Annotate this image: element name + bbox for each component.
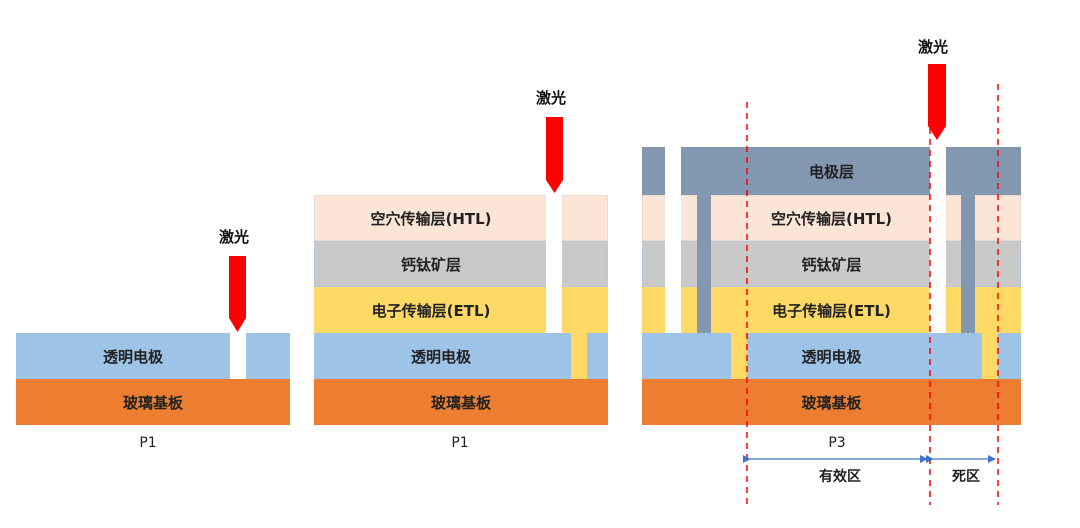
p3-scribe-gap-left [665, 147, 681, 333]
step-caption-p1-second-text: P1 [451, 435, 469, 451]
active-area-label: 有效区 [800, 466, 880, 486]
p1-scribe-filled [571, 333, 587, 379]
hole-transport-label: 空穴传输层(HTL) [370, 209, 492, 228]
glass-substrate-label: 玻璃基板 [801, 393, 862, 412]
laser-label: 激光 [536, 89, 567, 107]
p1-scribe-filled-left [731, 333, 747, 379]
perovskite-label: 钙钛矿层 [400, 255, 461, 274]
laser-label: 激光 [918, 38, 949, 56]
p2-via-left [697, 195, 711, 333]
electron-transport-label: 电子传输层(ETL) [772, 301, 891, 320]
step-caption-p3-text: P3 [828, 435, 846, 451]
transparent-electrode-label: 透明电极 [102, 347, 163, 366]
p2-scribe-gap [546, 195, 562, 333]
glass-substrate-layer: 玻璃基板 [16, 379, 290, 425]
transparent-electrode-layer: 透明电极 [642, 333, 1021, 379]
transparent-electrode-label: 透明电极 [410, 347, 471, 366]
glass-substrate-label: 玻璃基板 [122, 393, 183, 412]
dead-area-label: 死区 [936, 466, 996, 486]
laser-beam-2 [546, 117, 563, 193]
hole-transport-label: 空穴传输层(HTL) [770, 209, 893, 228]
p1-scribe-gap [230, 333, 246, 379]
step-caption-p3: P3 [817, 435, 857, 451]
laser-label: 激光 [219, 228, 250, 246]
glass-substrate-layer: 玻璃基板 [642, 379, 1021, 425]
laser-beam-1 [229, 256, 246, 332]
p2-via-right [961, 195, 975, 333]
electrode-label: 电极层 [808, 162, 854, 181]
transparent-electrode-label: 透明电极 [801, 347, 862, 366]
active-area-text: 有效区 [819, 469, 861, 485]
dead-area-text: 死区 [952, 469, 980, 485]
p3-scribe-gap-right [930, 147, 946, 333]
perovskite-label: 钙钛矿层 [801, 255, 862, 274]
electrode-layer: 电极层 [642, 147, 1021, 195]
step-caption-p1-text: P1 [139, 435, 157, 451]
laser-beam-3 [928, 64, 946, 140]
glass-substrate-label: 玻璃基板 [430, 393, 491, 412]
step-caption-p1-second: P1 [440, 435, 480, 451]
electron-transport-label: 电子传输层(ETL) [371, 301, 491, 320]
glass-substrate-layer: 玻璃基板 [314, 379, 608, 425]
transparent-electrode-layer: 透明电极 [314, 333, 608, 379]
step-caption-p1: P1 [128, 435, 168, 451]
p1-scribe-filled-right [982, 333, 998, 379]
